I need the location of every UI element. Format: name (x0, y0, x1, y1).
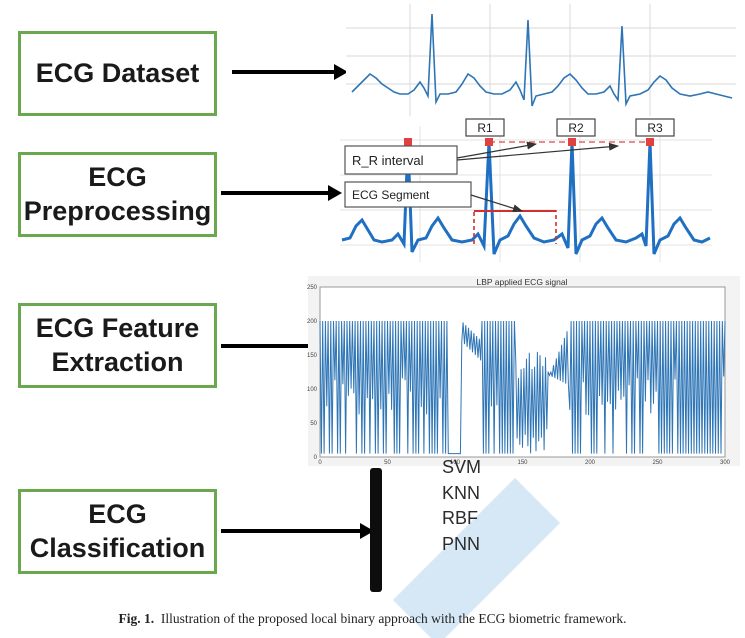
r3-label: R3 (647, 121, 663, 135)
caption-text: Illustration of the proposed local binar… (160, 611, 627, 626)
r1-label: R1 (477, 121, 493, 135)
classifier-list: SVM KNN RBF PNN (442, 455, 502, 557)
lbp-xtick-label: 250 (652, 460, 663, 466)
stage-label: ECG Dataset (35, 57, 200, 88)
ecg-raw-signal (351, 13, 733, 108)
r1-label-box (465, 118, 505, 137)
r2-label: R2 (568, 121, 584, 135)
ecg-segment-callout (344, 181, 472, 208)
lbp-xtick-label: 200 (585, 460, 596, 466)
rr-interval-callout (344, 145, 458, 175)
flow-arrows (221, 64, 374, 539)
ecg-segment-text: ECG Segment (352, 188, 430, 202)
stage-label: Extraction (51, 346, 184, 377)
stage-box-preprocessing: ECG Preprocessing (18, 152, 217, 237)
r1-marker (485, 138, 493, 146)
lbp-xtick-label: 100 (450, 460, 461, 466)
lbp-xtick-label: 0 (318, 460, 322, 466)
stage-label: ECG (88, 498, 147, 529)
ecg-filtered-signal (341, 141, 711, 255)
lbp-ytick-label: 100 (307, 387, 318, 393)
classifier-item: RBF (442, 508, 478, 528)
lbp-plot: LBP applied ECG signal 0 50 100 150 200 250 0… (307, 276, 740, 466)
lbp-ytick-label: 150 (307, 353, 318, 359)
lbp-xtick-label: 300 (720, 460, 731, 466)
ecg-dataset-plot (346, 4, 736, 116)
lbp-xtick-label: 150 (517, 460, 528, 466)
lbp-xtick-label: 50 (384, 460, 391, 466)
lbp-ytick-label: 0 (314, 455, 318, 461)
lbp-signal (319, 320, 726, 455)
classifier-bar (370, 468, 382, 592)
r3-label-box (635, 118, 675, 137)
r2-label-box (556, 118, 596, 137)
stage-label: ECG (88, 161, 147, 192)
stage-label: ECG Feature (35, 312, 200, 343)
stage-box-feature-extraction: ECG Feature Extraction (18, 303, 217, 388)
lbp-ytick-label: 250 (307, 285, 318, 291)
lbp-ytick-label: 200 (307, 319, 318, 325)
lbp-ytick-label: 50 (310, 421, 317, 427)
ecg-preprocessing-plot: R1 R2 R3 R_R interval ECG Segment (340, 118, 712, 262)
classifier-item: SVM (442, 457, 482, 477)
caption-label: Fig. 1. (118, 611, 155, 626)
stage-label: Classification (29, 532, 206, 563)
classifier-item: PNN (442, 533, 481, 554)
stage-box-classification: ECG Classification (18, 489, 217, 574)
rr-interval-text: R_R interval (352, 153, 424, 168)
r3-marker (646, 138, 654, 146)
r2-marker (568, 138, 576, 146)
r0-marker (404, 138, 412, 146)
classifier-item: KNN (442, 482, 481, 503)
stage-box-dataset: ECG Dataset (18, 31, 217, 116)
stage-label: Preprocessing (23, 195, 212, 226)
lbp-plot-title: LBP applied ECG signal (476, 277, 567, 287)
figure-caption: Fig. 1. Illustration of the proposed loc… (0, 611, 745, 627)
